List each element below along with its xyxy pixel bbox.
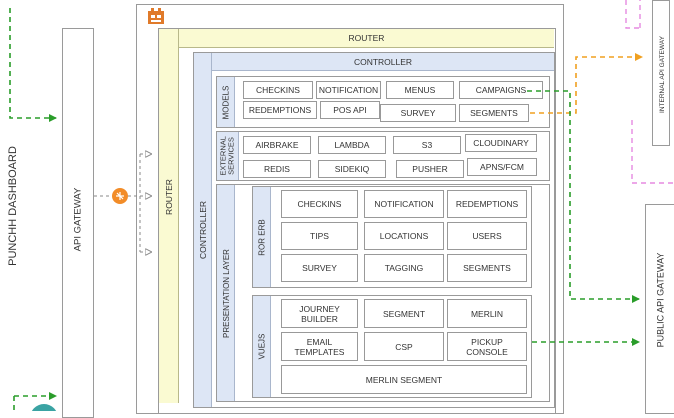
controller-top-label: CONTROLLER bbox=[353, 56, 413, 67]
teal-node-icon bbox=[31, 404, 57, 411]
dashboard-to-gateway-arrow bbox=[9, 8, 57, 122]
vue-segment: SEGMENT bbox=[364, 299, 444, 328]
ror-survey: SURVEY bbox=[281, 254, 358, 282]
vue-journey-builder: JOURNEY BUILDER bbox=[281, 299, 358, 328]
ext-apns-fcm: APNS/FCM bbox=[467, 158, 537, 176]
model-notification: NOTIFICATION bbox=[316, 81, 381, 99]
router-top-bar: ROUTER bbox=[179, 29, 554, 48]
public-api-gateway-panel: PUBLIC API GATEWAY bbox=[645, 204, 674, 414]
model-survey: SURVEY bbox=[380, 104, 456, 122]
ext-airbrake: AIRBRAKE bbox=[243, 136, 311, 154]
router-top-label: ROUTER bbox=[348, 33, 385, 43]
ext-sidekiq: SIDEKIQ bbox=[318, 160, 386, 178]
ror-tips: TIPS bbox=[281, 222, 358, 250]
model-campaigns: CAMPAIGNS bbox=[459, 81, 543, 99]
ext-s3: S3 bbox=[393, 136, 461, 154]
segments-to-internal-arrow bbox=[530, 53, 643, 114]
controller-top-bar: CONTROLLER bbox=[212, 53, 554, 71]
ror-locations: LOCATIONS bbox=[364, 222, 444, 250]
load-balancer-icon bbox=[112, 188, 128, 204]
models-label-bar: MODELS bbox=[217, 77, 235, 127]
ror-segments: SEGMENTS bbox=[447, 254, 527, 282]
ext-cloudinary: CLOUDINARY bbox=[465, 134, 537, 152]
model-segments: SEGMENTS bbox=[459, 104, 529, 122]
campaigns-to-public-arrow bbox=[527, 90, 640, 303]
pink-boundary-top bbox=[625, 0, 640, 29]
ext-lambda: LAMBDA bbox=[318, 136, 386, 154]
ror-label-bar: ROR ERB bbox=[253, 187, 271, 287]
controller-vertical-bar: CONTROLLER bbox=[194, 53, 212, 407]
api-gateway-panel: API GATEWAY bbox=[62, 28, 94, 418]
model-checkins: CHECKINS bbox=[243, 81, 313, 99]
ror-notification: NOTIFICATION bbox=[364, 190, 444, 218]
ror-users: USERS bbox=[447, 222, 527, 250]
ror-redemptions: REDEMPTIONS bbox=[447, 190, 527, 218]
model-pos-api: POS API bbox=[320, 101, 380, 119]
vue-csp: CSP bbox=[364, 332, 444, 361]
ror-tagging: TAGGING bbox=[364, 254, 444, 282]
model-redemptions: REDEMPTIONS bbox=[243, 101, 317, 119]
ext-redis: REDIS bbox=[243, 160, 311, 178]
internal-api-gateway-panel: INTERNAL API GATEWAY bbox=[652, 0, 670, 146]
vue-merlin-segment: MERLIN SEGMENT bbox=[281, 365, 527, 394]
router-vertical-bar: ROUTER bbox=[159, 29, 179, 403]
ext-pusher: PUSHER bbox=[396, 160, 464, 178]
ror-checkins: CHECKINS bbox=[281, 190, 358, 218]
server-icon bbox=[147, 8, 165, 26]
model-menus: MENUS bbox=[386, 81, 454, 99]
external-label-bar: EXTERNAL SERVICES bbox=[217, 132, 239, 180]
presentation-label-bar: PRESENTATION LAYER bbox=[217, 185, 235, 401]
vue-merlin: MERLIN bbox=[447, 299, 527, 328]
pink-boundary-lower bbox=[631, 120, 674, 184]
vue-pickup-console: PICKUP CONSOLE bbox=[447, 332, 527, 361]
vuejs-label-bar: VUEJS bbox=[253, 296, 271, 397]
vue-email-templates: EMAIL TEMPLATES bbox=[281, 332, 358, 361]
